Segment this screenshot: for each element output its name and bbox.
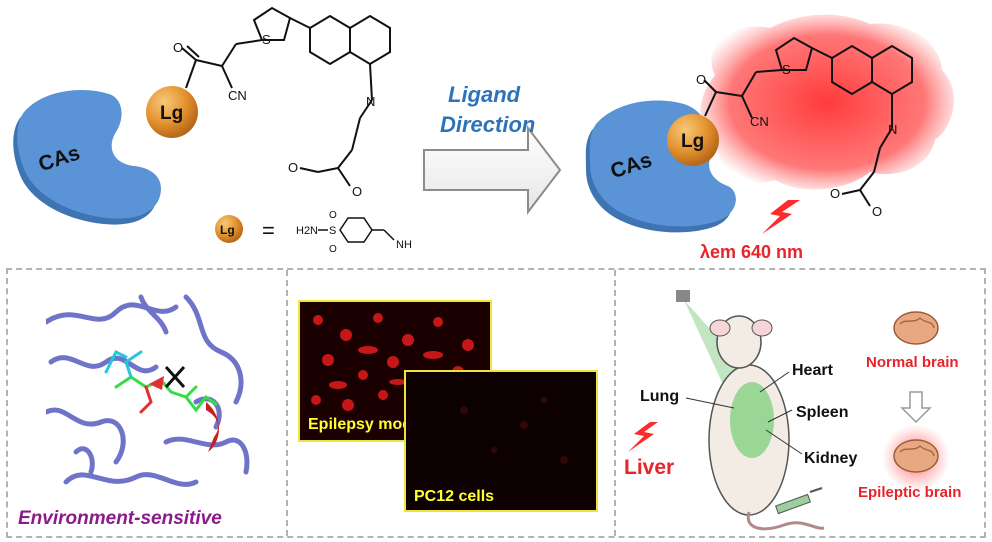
- svg-text:S: S: [262, 32, 271, 47]
- brain-transition-arrow: [900, 391, 932, 424]
- label-liver: Liver: [624, 456, 675, 479]
- molecule-right-atoms: O CN S N O O: [696, 62, 897, 219]
- svg-text:N: N: [888, 122, 897, 137]
- pc12-cells-image: [404, 370, 598, 512]
- pc12-cells-label: PC12 cells: [414, 488, 495, 505]
- svg-text:O: O: [329, 244, 337, 255]
- emission-bolt-icon: [762, 200, 800, 234]
- label-spleen: Spleen: [796, 404, 849, 421]
- syringe-icon: [775, 487, 823, 515]
- svg-text:O: O: [173, 40, 183, 55]
- mouse-body: [708, 315, 825, 531]
- svg-text:O: O: [288, 160, 298, 175]
- svg-text:S: S: [329, 225, 336, 237]
- mouse-imaging-illustration: [628, 290, 950, 531]
- epilepsy-model-label: Epilepsy model: [308, 416, 426, 433]
- lamp-icon: [676, 290, 690, 302]
- svg-text:O: O: [830, 186, 840, 201]
- svg-text:CN: CN: [228, 88, 247, 103]
- lg-ball-right: Lg: [667, 114, 719, 166]
- epileptic-brain-icon: [882, 424, 950, 492]
- ligand-direction-arrow: Ligand Direction: [423, 82, 562, 215]
- top-scheme: CAs Lg O CN S N O O Lg =: [13, 6, 954, 262]
- emission-label: λem 640 nm: [700, 242, 803, 262]
- docking-image: [46, 292, 250, 496]
- environment-sensitive-caption: Environment-sensitive: [18, 508, 222, 529]
- label-heart: Heart: [792, 362, 833, 379]
- svg-text:Lg: Lg: [220, 223, 235, 237]
- label-epileptic-brain: Epileptic brain: [858, 484, 962, 501]
- molecule-left: [181, 6, 391, 187]
- label-kidney: Kidney: [804, 450, 858, 467]
- protein-left: CAs: [13, 89, 162, 225]
- svg-text:O: O: [872, 204, 882, 219]
- label-lung: Lung: [640, 388, 680, 405]
- svg-text:=: =: [262, 218, 275, 243]
- divider-left: [286, 270, 288, 536]
- svg-text:NH: NH: [396, 239, 412, 251]
- lg-legend: Lg = H2N S O O NH: [215, 210, 412, 255]
- lg-ball-left: Lg: [146, 86, 198, 138]
- svg-text:S: S: [782, 62, 791, 77]
- arrow-label-line2: Direction: [440, 112, 535, 137]
- emission-glow: [700, 14, 954, 190]
- label-normal-brain: Normal brain: [866, 354, 959, 371]
- lg-label-right: Lg: [681, 131, 704, 152]
- bottom-panel-frame: [6, 268, 986, 538]
- svg-text:O: O: [696, 72, 706, 87]
- svg-text:O: O: [329, 210, 337, 221]
- liver-bolt-icon: [628, 422, 658, 452]
- arrow-label-line1: Ligand: [448, 82, 521, 107]
- svg-text:CN: CN: [750, 114, 769, 129]
- lg-label-left: Lg: [160, 103, 183, 124]
- svg-text:H2N: H2N: [296, 225, 318, 237]
- molecule-left-atoms: O CN S N O O: [173, 32, 375, 199]
- molecule-right: [703, 36, 913, 207]
- svg-text:N: N: [366, 94, 375, 109]
- divider-right: [614, 270, 616, 536]
- svg-text:O: O: [352, 184, 362, 199]
- normal-brain-icon: [893, 311, 939, 345]
